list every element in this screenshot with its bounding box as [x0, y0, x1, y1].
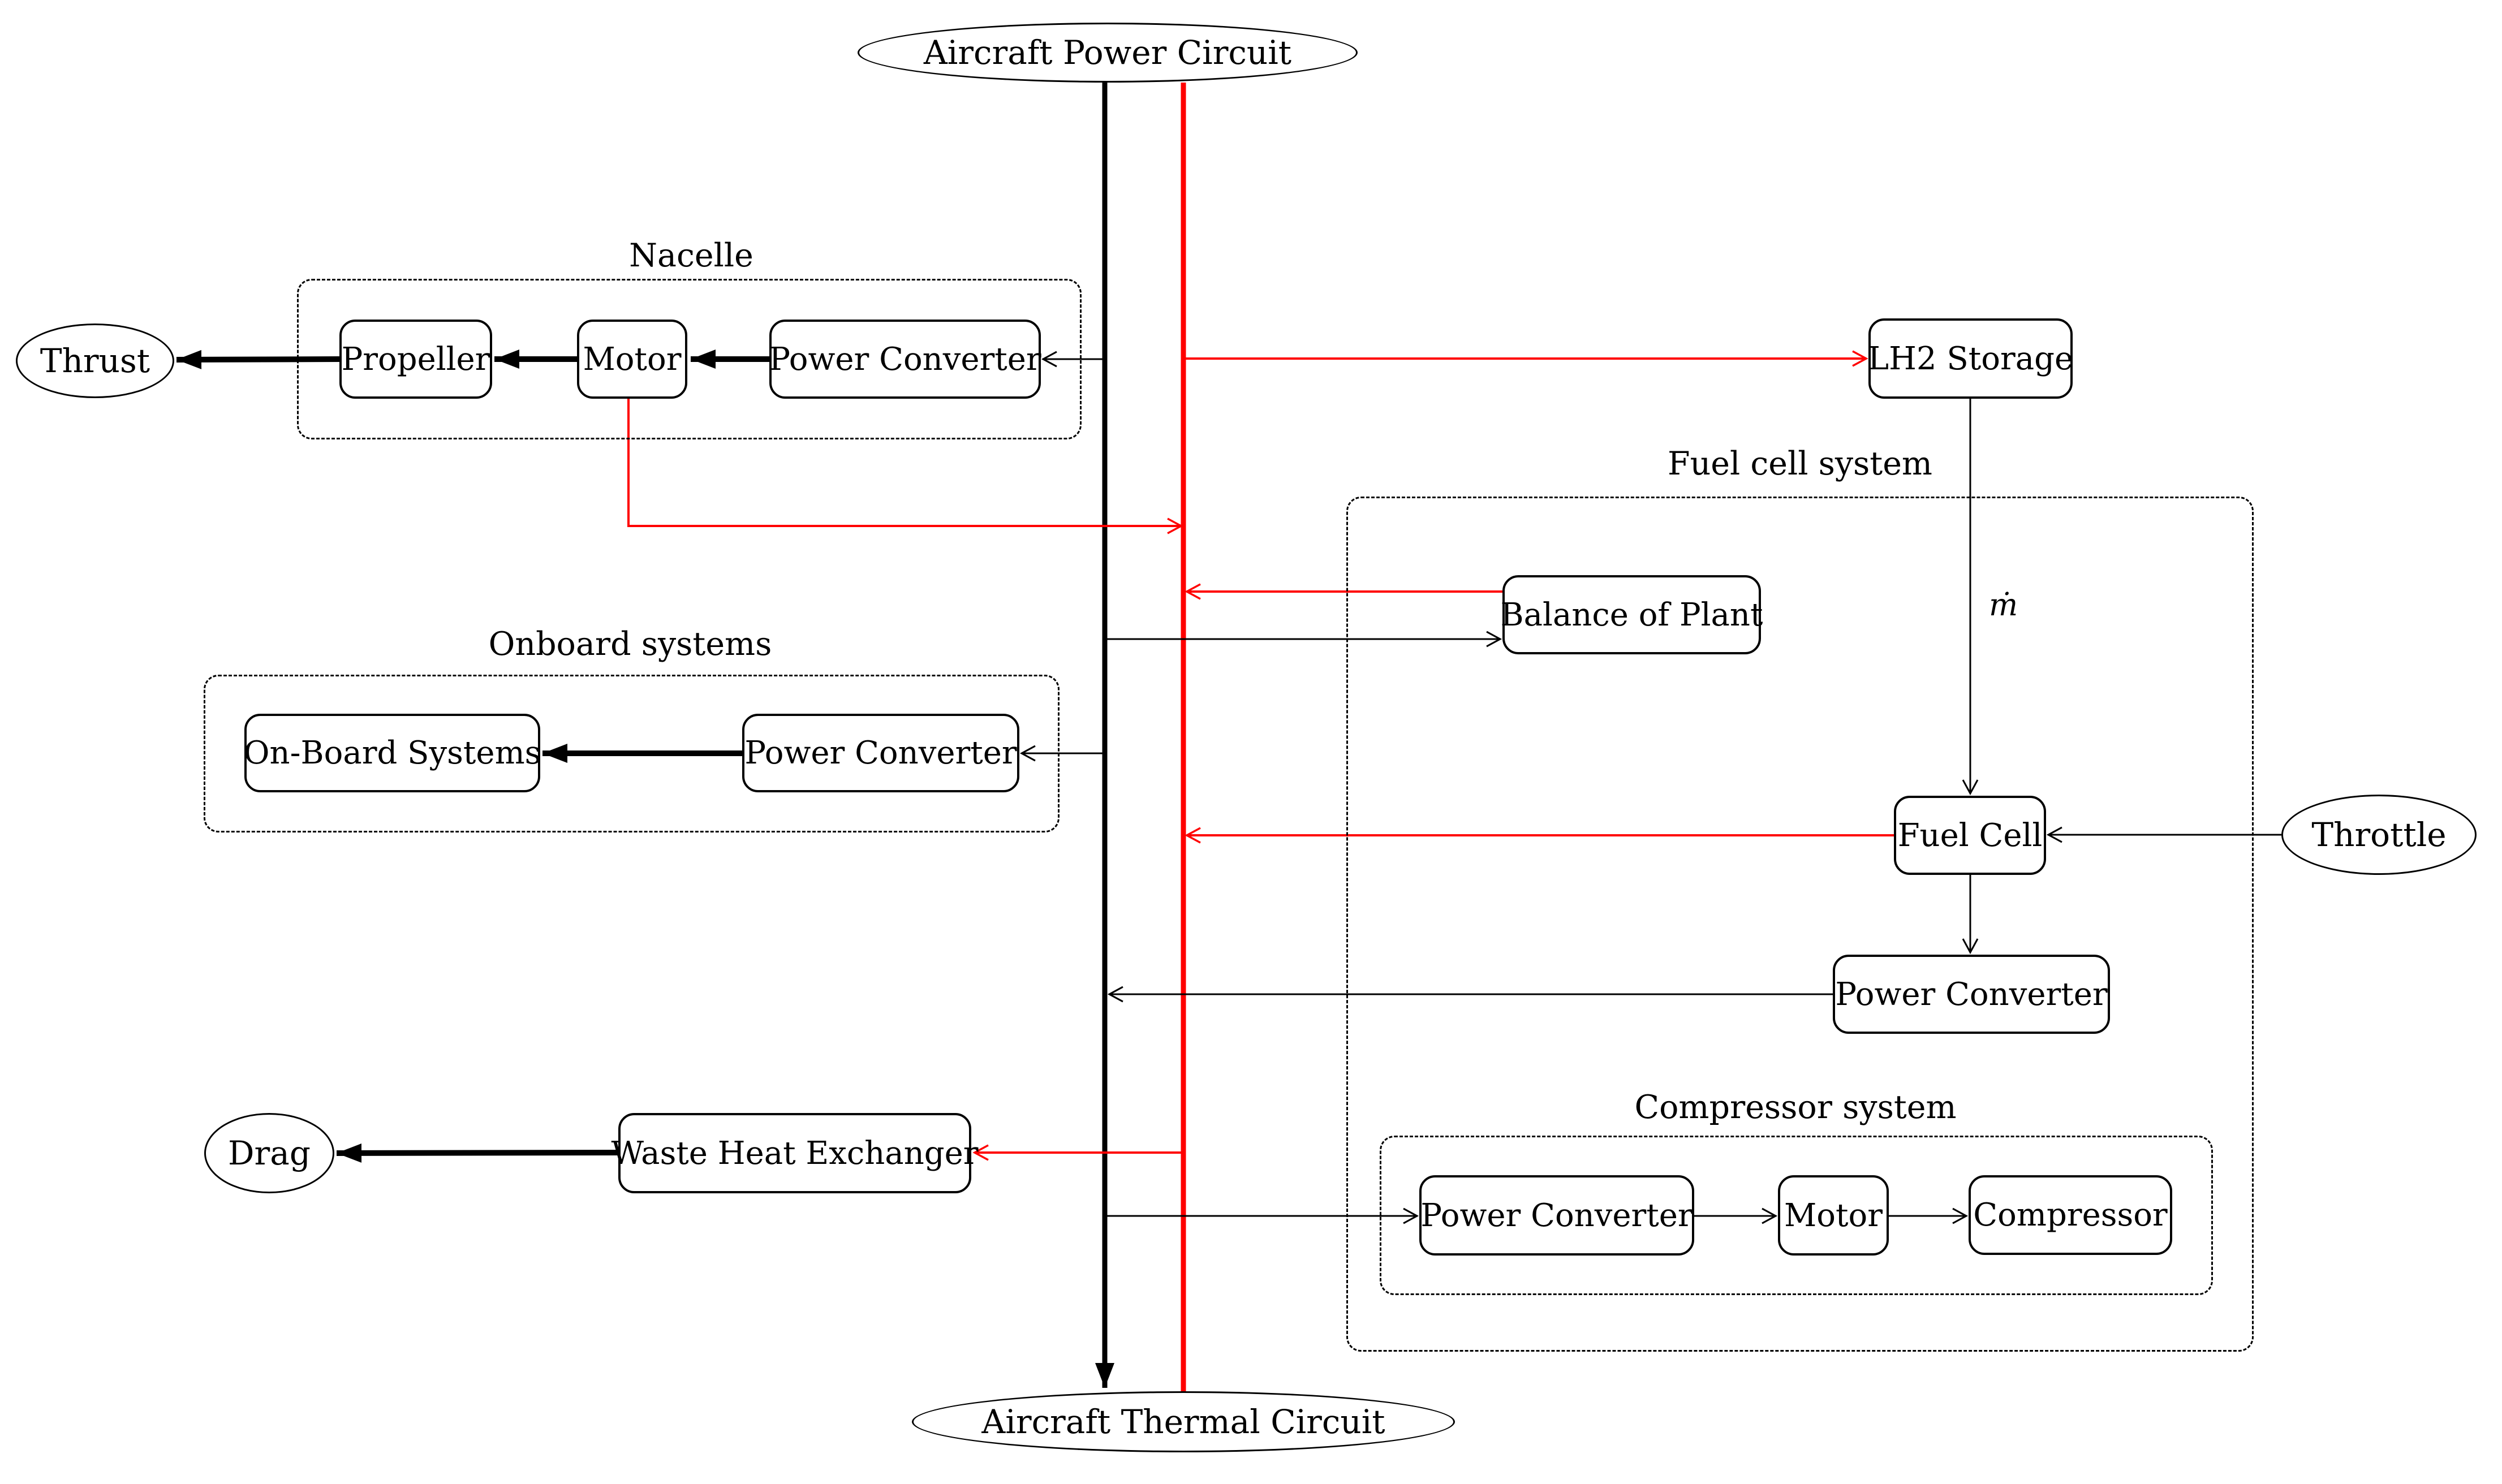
nacelle-group-box	[297, 279, 1082, 439]
waste-heat-exchanger-node: Waste Heat Exchanger	[611, 1113, 979, 1193]
throttle-terminal: Throttle	[2281, 795, 2477, 875]
compressor-motor-node: Motor	[1778, 1175, 1889, 1256]
waste-heat-exchanger-label: Waste Heat Exchanger	[611, 1134, 979, 1172]
nacelle-motor-label: Motor	[583, 340, 682, 378]
aircraft-power-circuit-label: Aircraft Power Circuit	[923, 33, 1292, 72]
nacelle-power-converter-node: Power Converter	[769, 320, 1041, 399]
arrow-propeller-to-thrust	[176, 350, 340, 369]
compressor-group-box	[1380, 1136, 2213, 1295]
fuel-cell-label: Fuel Cell	[1897, 817, 2043, 854]
thrust-terminal: Thrust	[16, 323, 174, 398]
drag-label: Drag	[228, 1134, 311, 1172]
propeller-node: Propeller	[339, 320, 492, 399]
compressor-node: Compressor	[1969, 1175, 2172, 1255]
onboard-systems-label: On-Board Systems	[243, 735, 541, 771]
aircraft-power-circuit-terminal: Aircraft Power Circuit	[858, 23, 1358, 83]
onboard-group-box	[204, 675, 1060, 832]
compressor-label: Compressor	[1973, 1197, 2168, 1233]
drag-terminal: Drag	[204, 1113, 334, 1193]
compressor-power-converter-node: Power Converter	[1419, 1175, 1694, 1256]
thrust-label: Thrust	[40, 342, 150, 380]
throttle-label: Throttle	[2311, 816, 2447, 854]
lh2-storage-node: LH2 Storage	[1868, 318, 2073, 399]
nacelle-power-converter-label: Power Converter	[769, 340, 1041, 378]
compressor-power-converter-label: Power Converter	[1420, 1197, 1693, 1234]
compressor-motor-label: Motor	[1784, 1197, 1883, 1234]
redwire-motor-to-bus	[627, 399, 1183, 534]
onboard-power-converter-label: Power Converter	[744, 735, 1017, 771]
fuel-cell-node: Fuel Cell	[1894, 796, 2046, 875]
balance-of-plant-node: Balance of Plant	[1500, 575, 1763, 654]
compressor-group-label: Compressor system	[1634, 1089, 1957, 1126]
lh2-storage-label: LH2 Storage	[1867, 340, 2074, 377]
aircraft-thermal-circuit-terminal: Aircraft Thermal Circuit	[912, 1391, 1455, 1452]
fuel-cell-power-converter-node: Power Converter	[1833, 955, 2110, 1034]
onboard-power-converter-node: Power Converter	[742, 714, 1019, 792]
mass-flow-annotation: ṁ	[1989, 587, 2018, 623]
nacelle-motor-node: Motor	[577, 320, 687, 399]
aircraft-thermal-circuit-label: Aircraft Thermal Circuit	[981, 1403, 1385, 1441]
nacelle-group-label: Nacelle	[629, 237, 753, 274]
onboard-systems-node: On-Board Systems	[243, 714, 541, 792]
fuel-cell-power-converter-label: Power Converter	[1835, 976, 2108, 1013]
fuel-cell-group-label: Fuel cell system	[1668, 445, 1932, 482]
balance-of-plant-label: Balance of Plant	[1500, 596, 1763, 633]
propeller-label: Propeller	[341, 340, 490, 378]
onboard-group-label: Onboard systems	[488, 625, 772, 663]
fuel-cell-group-box	[1346, 497, 2254, 1352]
